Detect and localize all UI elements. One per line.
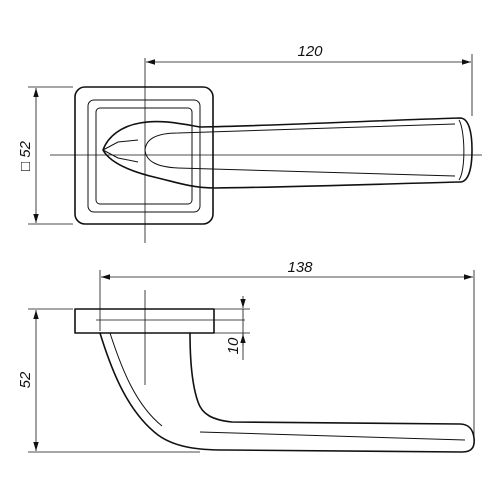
dim-52h-label: 52 [17,371,34,388]
lever-top-ridge [144,123,456,151]
lever-side-inner-edge [109,332,163,427]
lever-top-end [458,119,465,181]
lever-side-outline [99,332,475,453]
lever-side-bottom-edge [199,431,466,441]
lever-top-ridge-lower [144,149,456,177]
lever-top-outline [102,117,473,189]
dim-120-label: 120 [297,43,323,60]
dim-138-label: 138 [287,259,313,276]
rose-inner-square [87,99,201,213]
rose-outer-square [74,86,214,225]
rose-inner-square-2 [95,107,193,205]
rose-plate [74,308,215,334]
dim-52-label: □ 52 [17,140,34,171]
dim-10-label: 10 [225,337,242,354]
side-view: 138 10 52 [17,259,475,453]
top-view: 120 □ 52 [17,43,482,243]
lever-top-neck [102,139,139,163]
